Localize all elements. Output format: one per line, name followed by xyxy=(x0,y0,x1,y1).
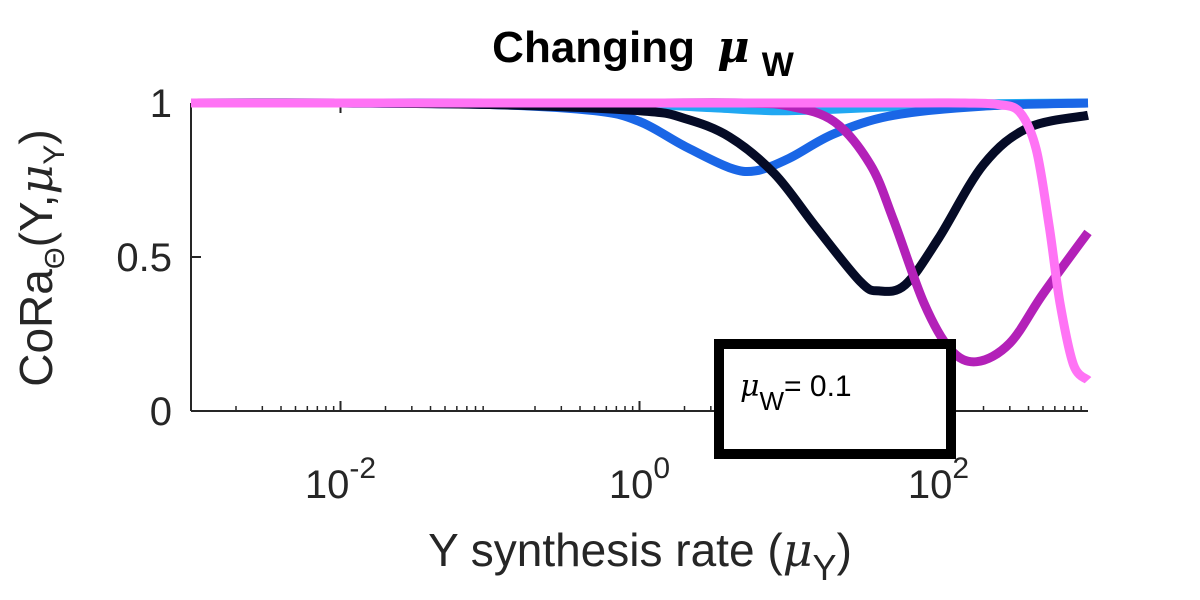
x-tick-label: 102 xyxy=(908,452,969,507)
y-axis-title-symbol: μ xyxy=(9,165,63,195)
y-ticks xyxy=(191,102,201,412)
series-line-4 xyxy=(191,98,1092,367)
x-tick-label: 10-2 xyxy=(305,452,376,507)
y-axis-title-arg-sub: Y xyxy=(38,145,71,165)
y-axis-title-args: (Y, xyxy=(10,195,62,248)
x-axis-title-symbol: μ xyxy=(783,523,813,577)
x-tick-labels: 10-2 100 102 xyxy=(305,452,969,507)
y-axis-title: CoRaΘ(Y,μY) xyxy=(9,129,71,387)
legend-entry: μW= 0.1 xyxy=(740,369,852,416)
series-line-3 xyxy=(190,98,1089,296)
chart-title-subscript: W xyxy=(762,46,795,84)
y-tick-label: 0.5 xyxy=(116,236,172,280)
x-axis-title-text: Y synthesis rate ( xyxy=(428,524,783,576)
chart-title-symbol: μ xyxy=(717,22,749,73)
chart-title: Changing μ W xyxy=(492,22,795,84)
series-line-5 xyxy=(191,98,1092,384)
y-axis-title-text: CoRa xyxy=(10,269,62,387)
legend-text: = 0.1 xyxy=(784,370,852,403)
y-tick-label: 1 xyxy=(150,82,172,126)
x-axis-title: Y synthesis rate (μY) xyxy=(428,523,852,588)
y-tick-labels: 00.51 xyxy=(116,82,172,434)
x-axis-title-subscript: Y xyxy=(813,547,837,588)
legend: μW= 0.1 xyxy=(714,339,956,459)
legend-subscript: W xyxy=(760,386,785,416)
x-tick-label: 100 xyxy=(609,452,670,507)
x-axis-title-close: ) xyxy=(837,524,852,576)
legend-symbol: μ xyxy=(740,369,760,404)
y-axis-title-sub: Θ xyxy=(39,247,70,269)
y-tick-label: 0 xyxy=(150,390,172,434)
y-axis-title-close: ) xyxy=(10,129,62,144)
legend-box xyxy=(714,339,956,459)
chart-title-text: Changing xyxy=(492,23,695,72)
series-group xyxy=(190,98,1092,384)
